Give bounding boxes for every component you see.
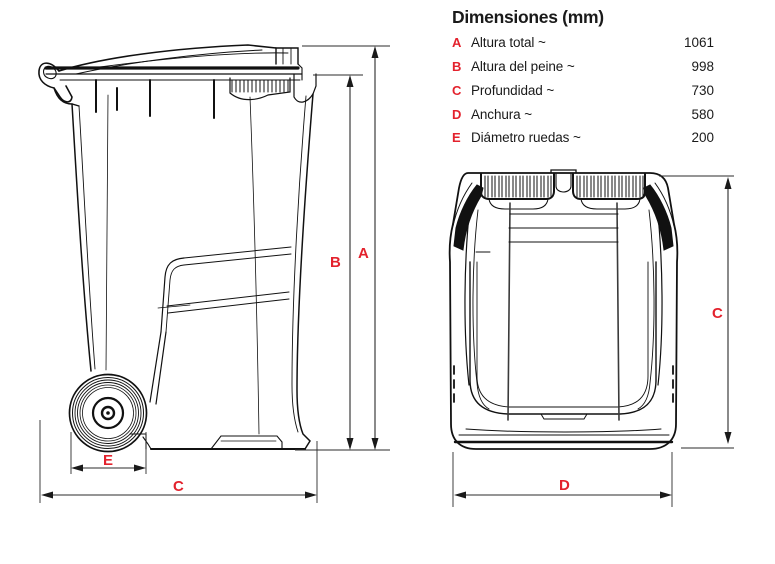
side-view-drawing (38, 44, 317, 453)
dimension-key: C (452, 82, 462, 98)
dimension-key: E (452, 130, 461, 146)
dimension-line-A (295, 45, 390, 451)
side-marker-B: B (330, 254, 341, 271)
dimension-row-C: C Profundidad ~ 730 (452, 83, 714, 107)
dimension-label: Altura del peine ~ (471, 59, 575, 75)
dimension-row-B: B Altura del peine ~ 998 (452, 59, 714, 83)
side-walls (453, 204, 674, 410)
side-marker-C: C (173, 478, 184, 495)
dimension-line-E (70, 432, 147, 474)
dimension-line-C-front (659, 175, 734, 449)
dimension-lines-side (39, 45, 390, 503)
dimension-label: Profundidad ~ (471, 82, 555, 98)
dimension-line-B (313, 74, 363, 450)
dimension-lines-front (452, 175, 734, 507)
inner-walls (507, 202, 620, 421)
dimension-key: D (452, 106, 462, 122)
lifting-comb (229, 73, 317, 103)
lift-trunnions (452, 182, 675, 251)
dimension-row-E: E Diámetro ruedas ~ 200 (452, 130, 714, 154)
base (453, 261, 674, 444)
dimensions-table-rows: A Altura total ~ 1061 B Altura del peine… (452, 35, 714, 154)
front-marker-C: C (712, 305, 723, 322)
dimension-value: 730 (691, 82, 714, 98)
dimension-key: B (452, 59, 462, 75)
dimension-line-C-side (39, 420, 318, 503)
dimension-value: 998 (691, 59, 714, 75)
dimension-value: 580 (691, 106, 714, 122)
front-marker-D: D (559, 477, 570, 494)
wheel-axle-dot (106, 411, 110, 415)
side-marker-E: E (103, 452, 114, 469)
dimension-row-D: D Anchura ~ 580 (452, 107, 714, 131)
front-view-drawing (448, 169, 679, 450)
body-creases (149, 246, 292, 405)
dimension-label: Altura total ~ (471, 35, 546, 51)
dimensions-table: Dimensiones (mm) A Altura total ~ 1061 B… (452, 7, 714, 154)
wheel (68, 373, 148, 453)
dimension-line-D (452, 452, 673, 507)
comb-bar (480, 169, 646, 210)
dimension-label: Diámetro ruedas ~ (471, 130, 581, 146)
dimensions-table-title: Dimensiones (mm) (452, 7, 604, 27)
side-marker-A: A (358, 245, 369, 262)
dimension-value: 200 (691, 130, 714, 146)
dimension-key: A (452, 35, 462, 51)
dimension-row-A: A Altura total ~ 1061 (452, 35, 714, 59)
dimension-value: 1061 (683, 35, 714, 51)
body-outline (71, 93, 314, 450)
lid (58, 44, 299, 75)
rim-ribs (95, 79, 215, 119)
dimension-label: Anchura ~ (471, 106, 533, 122)
